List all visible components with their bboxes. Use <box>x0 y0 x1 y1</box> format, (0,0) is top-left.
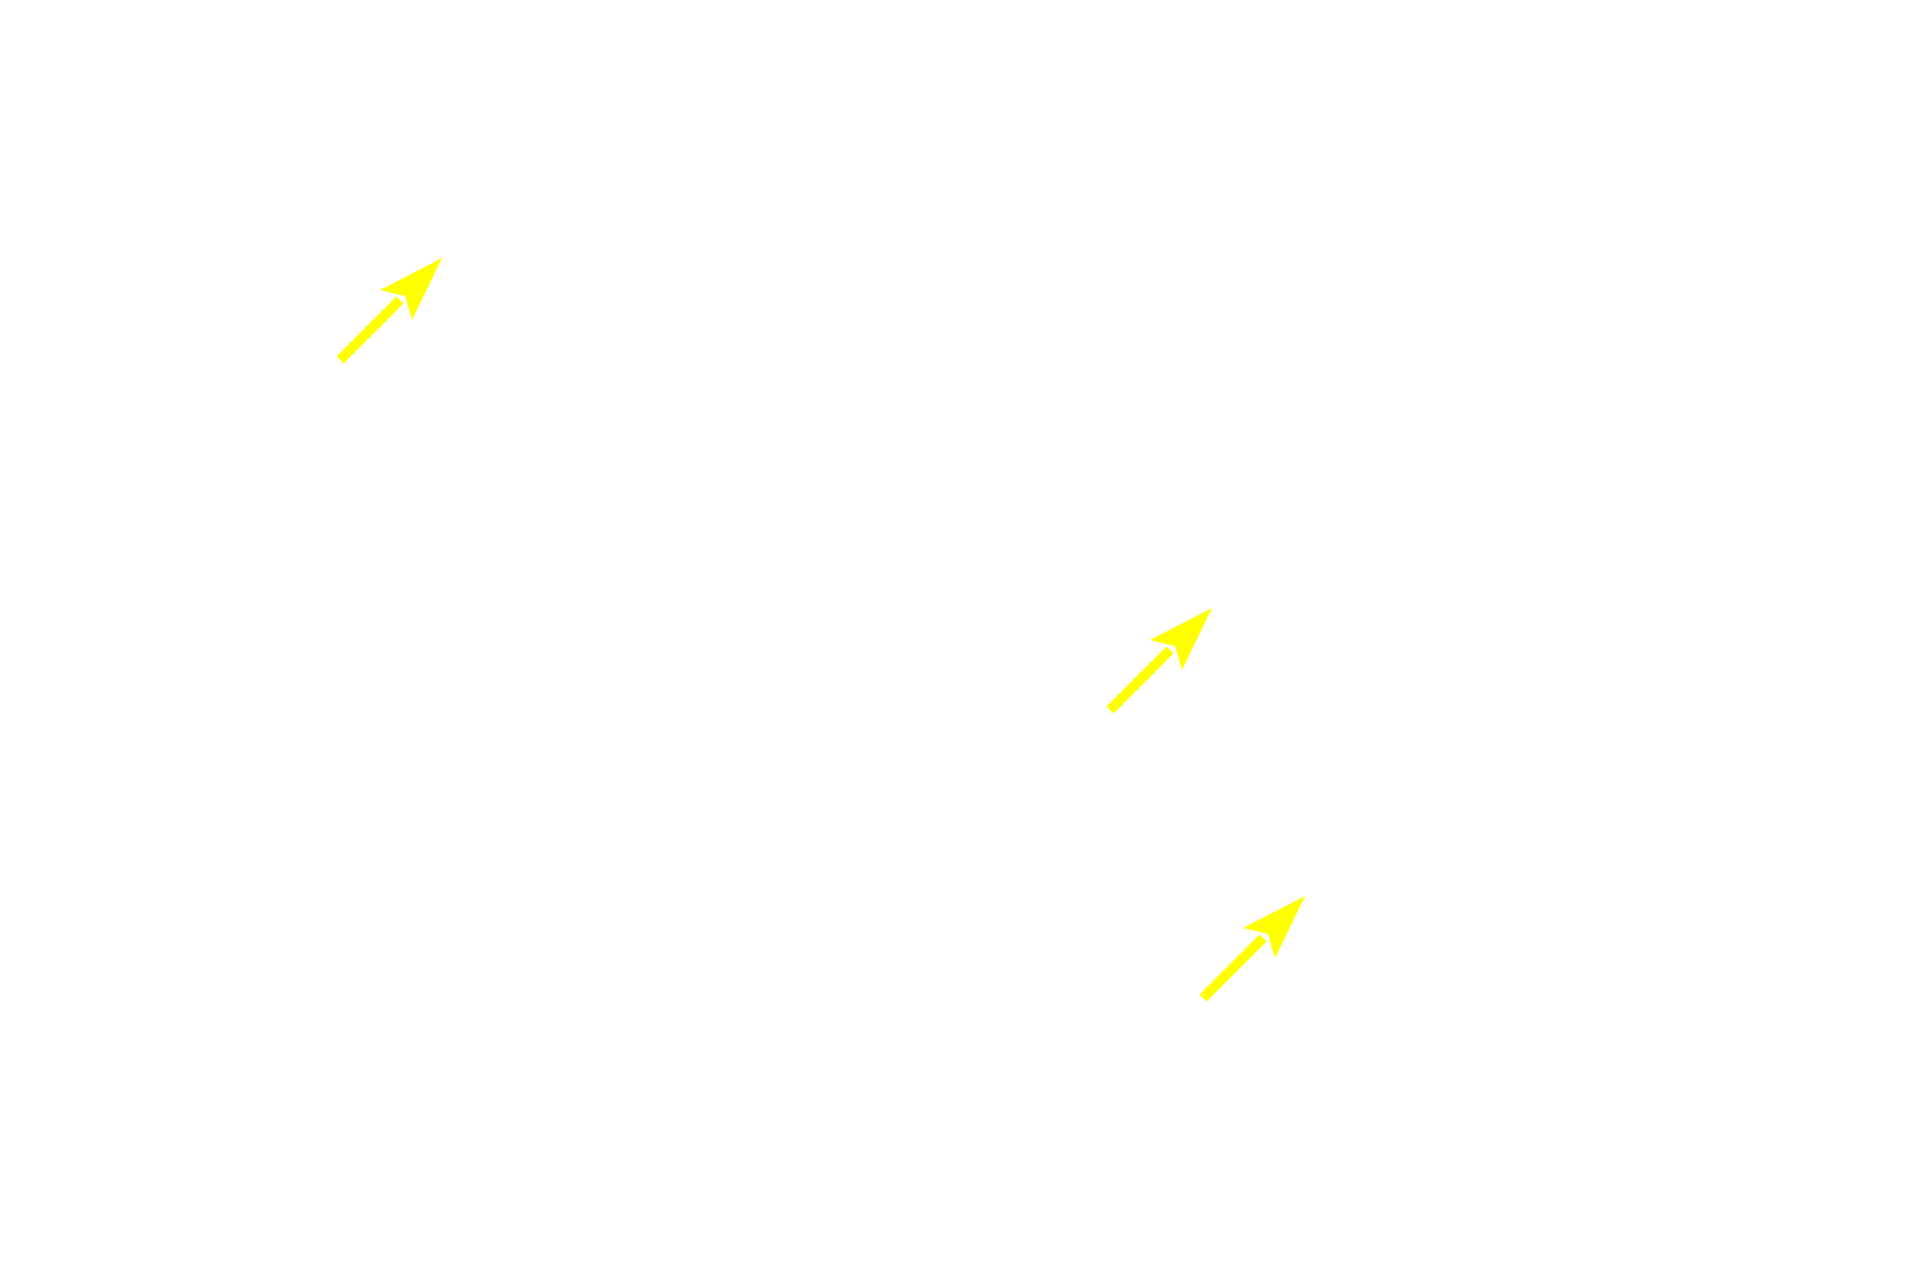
arrow-graphic <box>1106 608 1212 714</box>
arrow-up-right-icon <box>330 250 450 370</box>
arrow-graphic <box>336 258 442 364</box>
arrow-up-right-icon <box>1100 600 1220 720</box>
arrow-graphic <box>1199 896 1305 1002</box>
arrow-up-right-icon <box>1193 888 1313 1008</box>
